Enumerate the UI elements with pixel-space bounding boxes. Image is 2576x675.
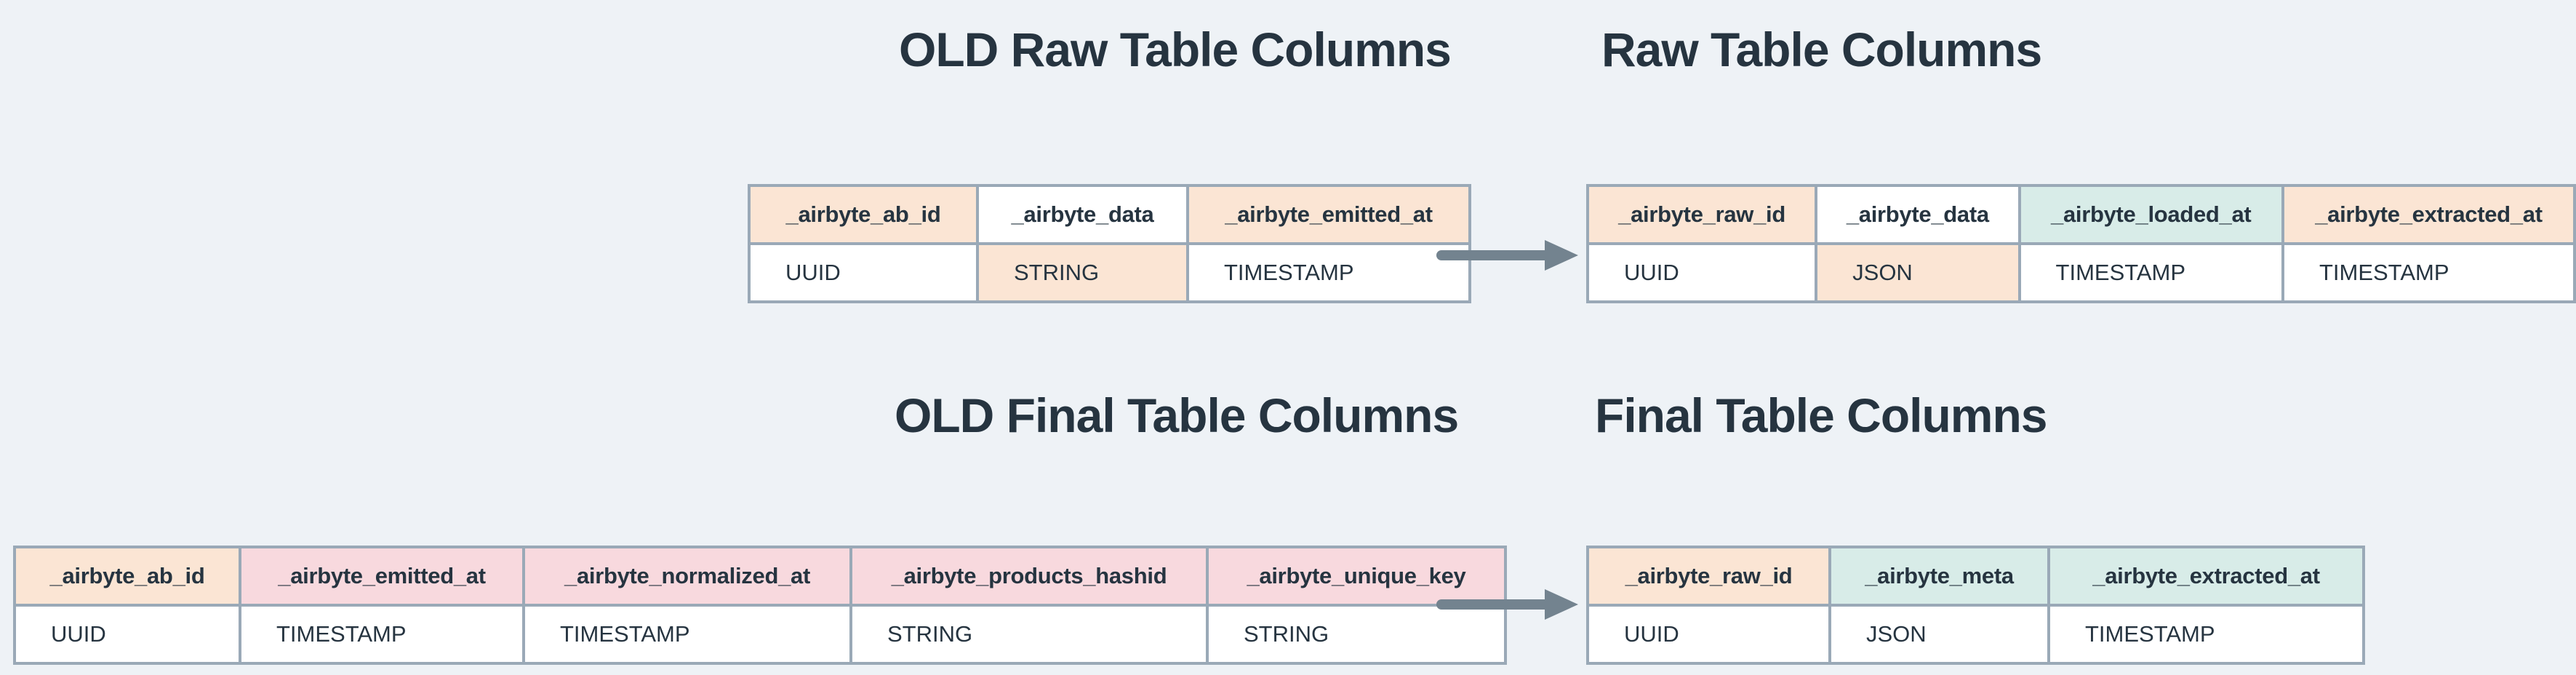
old-final-table-title: OLD Final Table Columns — [895, 388, 1459, 442]
raw-table-title: Raw Table Columns — [1601, 23, 2042, 76]
column-type-cell: UUID — [13, 604, 241, 665]
column-name-cell: _airbyte_products_hashid — [849, 546, 1209, 607]
column-type-row: UUID JSON TIMESTAMP TIMESTAMP — [1585, 242, 2576, 303]
column-name-row: _airbyte_ab_id _airbyte_data _airbyte_em… — [748, 184, 1471, 245]
old-final-to-final-arrow-icon — [1436, 589, 1578, 620]
column-type-cell: UUID — [1585, 242, 1818, 303]
column-name-cell: _airbyte_raw_id — [1586, 546, 1831, 607]
column-type-cell: TIMESTAMP — [2281, 242, 2576, 303]
column-type-cell: JSON — [1828, 604, 2050, 665]
column-type-cell: UUID — [1586, 604, 1831, 665]
column-type-cell: TIMESTAMP — [522, 604, 852, 665]
column-name-cell: _airbyte_normalized_at — [522, 546, 852, 607]
column-name-row: _airbyte_raw_id _airbyte_data _airbyte_l… — [1585, 184, 2576, 245]
column-name-cell: _airbyte_extracted_at — [2281, 184, 2576, 245]
column-type-row: UUID TIMESTAMP TIMESTAMP STRING STRING — [13, 604, 1507, 665]
column-name-cell: _airbyte_data — [1815, 184, 2021, 245]
old-raw-table: _airbyte_ab_id _airbyte_data _airbyte_em… — [748, 184, 1471, 303]
column-name-row: _airbyte_raw_id _airbyte_meta _airbyte_e… — [1586, 546, 2365, 607]
column-type-cell: TIMESTAMP — [2047, 604, 2365, 665]
column-name-cell: _airbyte_data — [976, 184, 1189, 245]
old-final-table: _airbyte_ab_id _airbyte_emitted_at _airb… — [13, 546, 1507, 665]
final-table: _airbyte_raw_id _airbyte_meta _airbyte_e… — [1586, 546, 2365, 665]
column-type-cell: TIMESTAMP — [1186, 242, 1471, 303]
column-name-cell: _airbyte_unique_key — [1206, 546, 1507, 607]
column-name-cell: _airbyte_emitted_at — [239, 546, 525, 607]
column-type-cell: STRING — [976, 242, 1189, 303]
column-name-cell: _airbyte_ab_id — [13, 546, 241, 607]
column-type-row: UUID JSON TIMESTAMP — [1586, 604, 2365, 665]
column-type-cell: TIMESTAMP — [239, 604, 525, 665]
column-name-cell: _airbyte_emitted_at — [1186, 184, 1471, 245]
column-name-cell: _airbyte_ab_id — [748, 184, 979, 245]
column-type-cell: UUID — [748, 242, 979, 303]
column-name-cell: _airbyte_raw_id — [1585, 184, 1818, 245]
column-name-cell: _airbyte_loaded_at — [2017, 184, 2284, 245]
column-name-cell: _airbyte_meta — [1828, 546, 2050, 607]
column-type-cell: STRING — [1206, 604, 1507, 665]
column-name-cell: _airbyte_extracted_at — [2047, 546, 2365, 607]
column-type-cell: STRING — [849, 604, 1209, 665]
column-name-row: _airbyte_ab_id _airbyte_emitted_at _airb… — [13, 546, 1507, 607]
column-type-cell: JSON — [1815, 242, 2021, 303]
column-type-cell: TIMESTAMP — [2017, 242, 2284, 303]
column-type-row: UUID STRING TIMESTAMP — [748, 242, 1471, 303]
old-raw-to-raw-arrow-icon — [1436, 240, 1578, 271]
final-table-title: Final Table Columns — [1595, 388, 2048, 442]
raw-table: _airbyte_raw_id _airbyte_data _airbyte_l… — [1585, 184, 2576, 303]
old-raw-table-title: OLD Raw Table Columns — [899, 23, 1452, 76]
